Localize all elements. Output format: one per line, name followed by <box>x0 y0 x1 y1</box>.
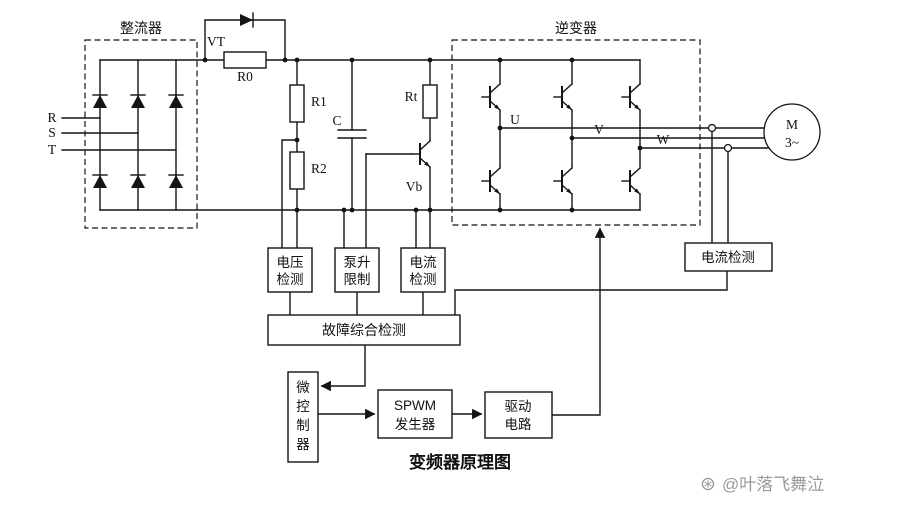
driver-to-inverter-arrow <box>551 227 606 416</box>
transistor-icon <box>621 167 641 195</box>
fault-detect-block <box>267 314 461 346</box>
watermark-icon: ⊛ <box>700 474 716 495</box>
fault-to-micro-arrow <box>320 344 366 392</box>
inverter-section-label: 逆变器 <box>555 20 597 36</box>
transistor-icon <box>481 167 501 195</box>
diode-icon <box>92 94 108 109</box>
transistor-icon <box>553 83 573 111</box>
diode-icon <box>240 14 253 26</box>
current-detect-label-1: 电流 <box>410 255 437 270</box>
voltage-detect-label-2: 检测 <box>277 272 304 287</box>
output-u-label: U <box>510 112 520 127</box>
pump-limit-label-2: 限制 <box>344 272 371 287</box>
phase-r-label: R <box>47 110 56 125</box>
rectifier-section-label: 整流器 <box>120 20 162 36</box>
transistor-icon <box>621 83 641 111</box>
resistor-r0 <box>223 51 267 69</box>
diode-icon <box>130 94 146 109</box>
watermark-text: @叶落飞舞泣 <box>722 475 824 494</box>
pump-limit-label-1: 泵升 <box>344 255 371 270</box>
vt-bypass-diode <box>240 12 254 28</box>
r2-label: R2 <box>311 161 327 176</box>
driver-label-1: 驱动 <box>505 399 532 414</box>
spwm-label-2: 发生器 <box>395 417 436 432</box>
diode-icon <box>168 174 184 189</box>
output-v-label: V <box>594 122 604 137</box>
junction-dots <box>202 57 643 213</box>
wiring <box>61 19 769 420</box>
rectifier-section-box <box>84 39 198 229</box>
c-label: C <box>332 113 341 128</box>
r0-label: R0 <box>237 69 253 84</box>
voltage-detect-label-1: 电压 <box>277 255 304 270</box>
terminal-circle <box>707 123 717 133</box>
transistor-icon <box>481 83 501 111</box>
motor-phase-label: 3~ <box>785 135 799 150</box>
microcontroller-block <box>287 371 319 463</box>
watermark: ⊛ @叶落飞舞泣 <box>700 474 824 495</box>
transistor-icon <box>553 167 573 195</box>
vb-label: Vb <box>406 179 423 194</box>
motor-m-label: M <box>786 117 798 132</box>
inverter-section-box <box>451 39 701 226</box>
terminal-circle <box>723 143 733 153</box>
diagram-title: 变频器原理图 <box>409 452 511 472</box>
fault-detect-label: 故障综合检测 <box>322 322 406 338</box>
driver-block <box>484 391 553 439</box>
current-detect-label-2: 检测 <box>410 272 437 287</box>
phase-s-label: S <box>48 125 56 140</box>
diode-icon <box>168 94 184 109</box>
rt-label: Rt <box>405 89 418 104</box>
pump-limit-block <box>334 247 380 293</box>
spwm-label-1: SPWM <box>394 398 436 413</box>
current-detect-right-block <box>684 242 773 272</box>
motor-symbol <box>763 103 821 161</box>
microcontroller-label: 微控制器 <box>296 380 310 452</box>
diode-icon <box>92 174 108 189</box>
chopper-transistor-icon <box>411 140 431 168</box>
current-detect-right-label: 电流检测 <box>701 250 755 265</box>
driver-label-2: 电路 <box>505 417 533 432</box>
current-detect-block <box>400 247 446 293</box>
spwm-block <box>377 389 453 439</box>
r1-label: R1 <box>311 94 327 109</box>
output-w-label: W <box>657 132 670 147</box>
vt-label: VT <box>207 34 226 49</box>
resistor-r1 <box>289 84 305 123</box>
resistor-r2 <box>289 151 305 190</box>
diode-icon <box>130 174 146 189</box>
inverter-transistors <box>481 83 641 195</box>
resistor-rt <box>422 84 438 119</box>
phase-t-label: T <box>48 142 57 157</box>
voltage-detect-block <box>267 247 313 293</box>
